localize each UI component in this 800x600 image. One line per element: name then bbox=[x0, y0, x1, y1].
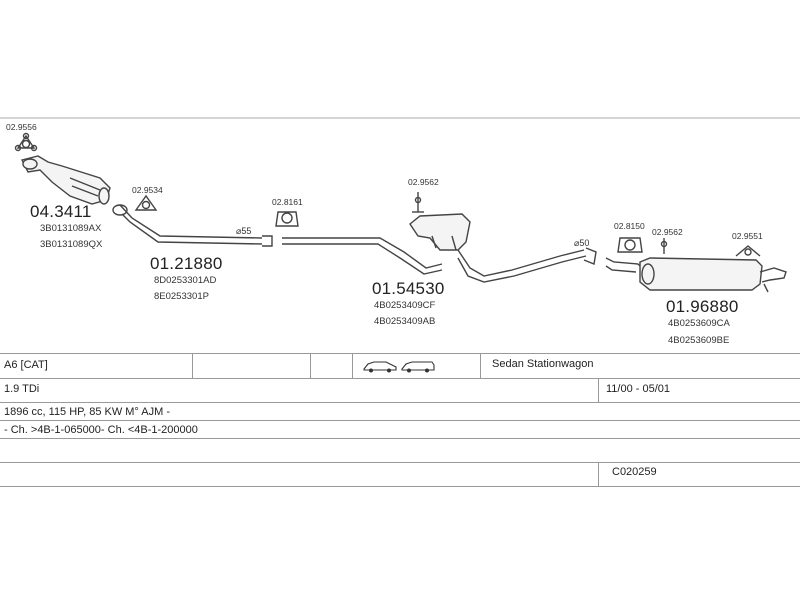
part-number-02-9562: 02.9562 bbox=[408, 177, 439, 187]
period-cell: 11/00 - 05/01 bbox=[606, 383, 671, 395]
car-body-icons bbox=[362, 358, 436, 379]
part-ref: 4B0253409AB bbox=[374, 316, 436, 327]
part-number-01-21880: 01.21880 bbox=[150, 254, 223, 273]
part-number-02-8161: 02.8161 bbox=[272, 197, 303, 207]
specs-cell: 1896 cc, 115 HP, 85 KW M° AJM - bbox=[4, 406, 171, 418]
bracket-02-9562-b-icon[interactable] bbox=[660, 238, 668, 254]
part-number-02-9556: 02.9556 bbox=[6, 122, 37, 132]
code-cell: C020259 bbox=[612, 466, 657, 478]
part-ref: 4B0253609BE bbox=[668, 335, 730, 346]
part-number-02-9551: 02.9551 bbox=[732, 231, 763, 241]
pipe-diameter-label: ⌀50 bbox=[574, 238, 590, 248]
part-ref: 3B0131089QX bbox=[40, 239, 103, 250]
part-ref: 4B0253609CA bbox=[668, 318, 730, 329]
pipe-diameter-label: ⌀55 bbox=[236, 226, 252, 236]
exhaust-drawing bbox=[0, 117, 800, 293]
middle-silencer-icon[interactable] bbox=[282, 213, 597, 283]
front-pipe-icon[interactable] bbox=[112, 204, 273, 247]
engine-cell: 1.9 TDi bbox=[4, 383, 40, 395]
model-cell: A6 [CAT] bbox=[4, 359, 48, 371]
part-number-02-9562: 02.9562 bbox=[652, 227, 683, 237]
clamp-02-9534-icon[interactable] bbox=[134, 194, 158, 211]
part-number-04-3411: 04.3411 bbox=[30, 202, 92, 221]
chassis-cell: - Ch. >4B-1-065000- Ch. <4B-1-200000 bbox=[4, 424, 198, 436]
part-ref: 4B0253409CF bbox=[374, 300, 436, 311]
sedan-icon bbox=[363, 361, 435, 373]
part-ref: 8E0253301P bbox=[154, 291, 209, 302]
part-number-02-8150: 02.8150 bbox=[614, 221, 645, 231]
clamp-02-9556-icon[interactable] bbox=[14, 132, 38, 152]
part-number-01-96880: 01.96880 bbox=[666, 297, 739, 316]
part-ref: 3B0131089AX bbox=[40, 223, 102, 234]
body-types-cell: Sedan Stationwagon bbox=[492, 358, 594, 370]
part-number-01-54530: 01.54530 bbox=[372, 279, 445, 298]
bracket-02-9551-icon[interactable] bbox=[735, 245, 761, 257]
rear-silencer-icon[interactable] bbox=[605, 257, 787, 293]
bracket-02-8150-icon[interactable] bbox=[617, 237, 643, 253]
part-ref: 8D0253301AD bbox=[154, 275, 217, 286]
bracket-02-8161-icon[interactable] bbox=[275, 211, 299, 227]
bracket-02-9562-a-icon[interactable] bbox=[412, 192, 424, 213]
catalyst-icon[interactable] bbox=[20, 155, 111, 205]
exhaust-diagram: 02.9556 04.3411 3B0131089AX 3B0131089QX … bbox=[0, 117, 800, 346]
part-number-02-9534: 02.9534 bbox=[132, 185, 163, 195]
